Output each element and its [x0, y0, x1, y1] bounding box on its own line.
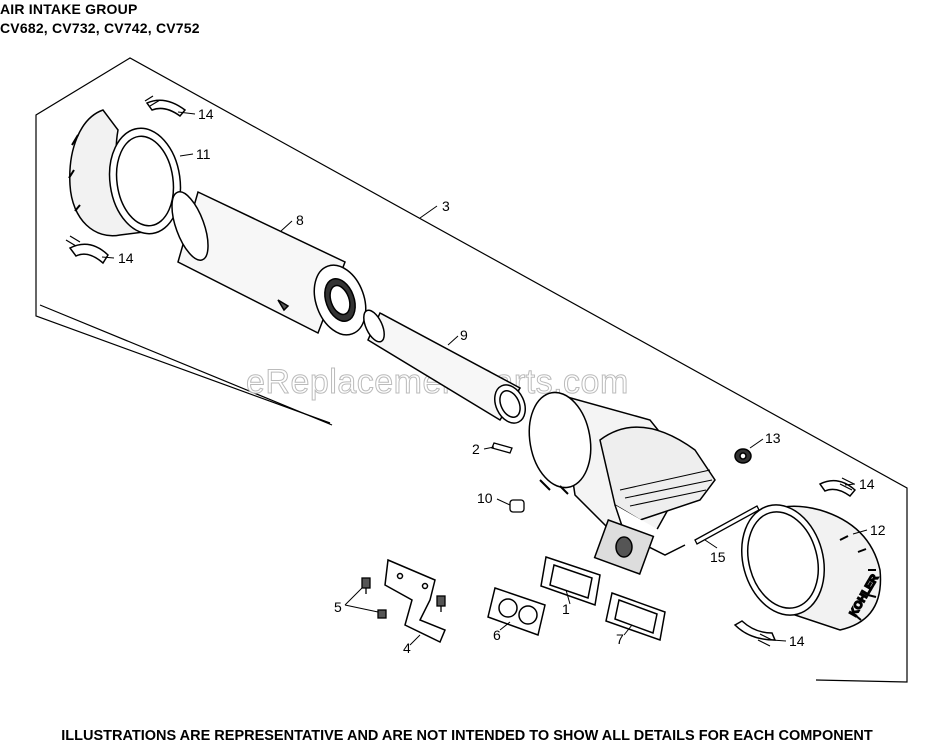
plug-part-10	[509, 499, 525, 513]
callout-10: 10	[477, 490, 493, 506]
gasket-part-1	[540, 556, 601, 607]
clamp-part-14-a	[144, 95, 187, 118]
callout-labels: 14 11 8 3 14 9 13 2 10 14 12 15 5 1 6 7 …	[118, 106, 886, 656]
clamp-part-14-c	[818, 477, 857, 498]
model-numbers: CV682, CV732, CV742, CV752	[0, 20, 200, 36]
bracket-part-4	[384, 558, 446, 644]
callout-14: 14	[789, 633, 805, 649]
callout-13: 13	[765, 430, 781, 446]
callout-4: 4	[403, 640, 411, 656]
filter-element-part-8	[171, 190, 367, 336]
diagram-title: AIR INTAKE GROUP	[0, 1, 138, 17]
callout-3: 3	[442, 198, 450, 214]
pin-part-2	[491, 442, 513, 454]
housing-base-part-3	[528, 391, 716, 575]
inner-filter-part-9	[363, 309, 526, 424]
callout-2: 2	[472, 441, 480, 457]
callout-8: 8	[296, 212, 304, 228]
callout-7: 7	[616, 631, 624, 647]
clamp-part-14-b	[65, 235, 109, 265]
callout-14: 14	[859, 476, 875, 492]
callout-15: 15	[710, 549, 726, 565]
housing-cover-part-11	[68, 109, 182, 237]
callout-14: 14	[198, 106, 214, 122]
callout-14: 14	[118, 250, 134, 266]
end-cover-part-12: KOHLER	[740, 504, 882, 631]
disclaimer-footer: ILLUSTRATIONS ARE REPRESENTATIVE AND ARE…	[61, 728, 873, 744]
callout-1: 1	[562, 601, 570, 617]
callout-11: 11	[196, 146, 211, 162]
leader-lines	[101, 111, 868, 646]
assembly-boundary	[35, 57, 908, 683]
callout-5: 5	[334, 599, 342, 615]
callout-12: 12	[870, 522, 886, 538]
callout-6: 6	[493, 627, 501, 643]
screws-part-5	[361, 577, 446, 619]
gasket-part-7	[605, 592, 666, 642]
gasket-part-6	[487, 587, 546, 636]
clamp-part-14-d	[733, 620, 777, 647]
fitting-part-13	[734, 448, 752, 464]
callout-9: 9	[460, 327, 468, 343]
